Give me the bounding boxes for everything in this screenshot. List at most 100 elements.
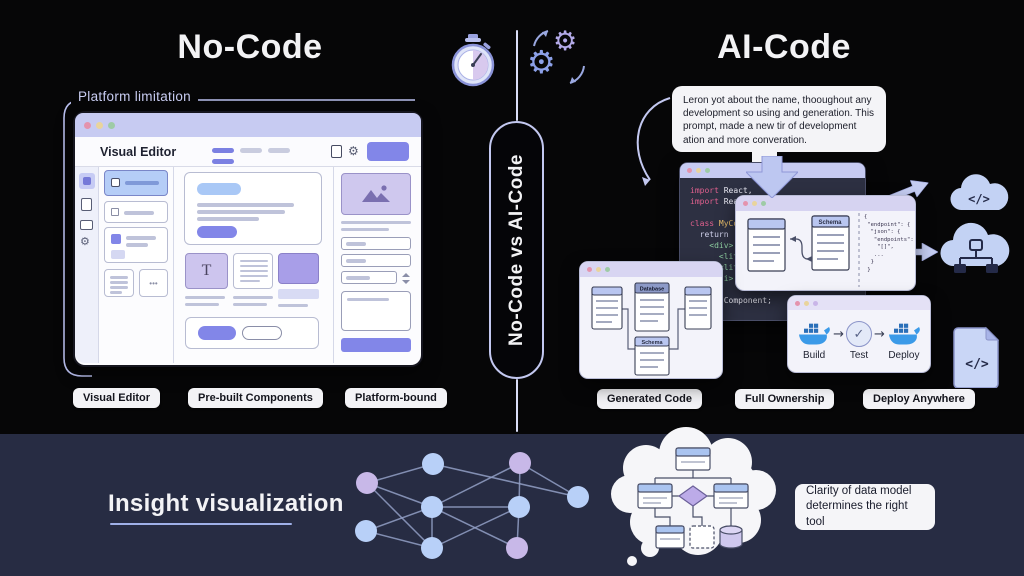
- svg-text:</>: </>: [968, 192, 990, 206]
- skeleton-line: [197, 203, 294, 207]
- docker-build-icon: [799, 323, 830, 344]
- text-block-card: T: [185, 253, 228, 289]
- component-card-more: •••: [139, 269, 168, 297]
- traffic-light-close: [587, 267, 592, 272]
- skeleton-line: [197, 210, 285, 214]
- graph-node: [509, 452, 531, 474]
- ai-tooltip: Leron yot about the name, thooughout any…: [672, 86, 886, 152]
- badge-prebuilt-components: Pre-built Components: [188, 388, 323, 408]
- arrow-right-icon: →: [833, 326, 844, 342]
- window-titlebar: [580, 262, 722, 277]
- skeleton-block: [111, 250, 125, 259]
- file-code-icon: </>: [953, 326, 1000, 388]
- secondary-button-placeholder: [242, 326, 282, 340]
- editor-title: Visual Editor: [100, 145, 177, 159]
- traffic-light-zoom: [761, 201, 766, 206]
- insight-underline: [110, 523, 292, 525]
- versus-pill: No-Code vs AI-Code: [489, 121, 544, 379]
- skeleton-line: [240, 260, 268, 263]
- mountain-image-icon: [362, 185, 390, 202]
- graph-node: [567, 486, 589, 508]
- skeleton-block: [278, 289, 319, 299]
- skeleton-line: [197, 217, 259, 221]
- skeleton-line: [347, 298, 389, 301]
- badge-full-ownership: Full Ownership: [735, 389, 835, 409]
- pipeline-steps: Build → ✓ Test → Deploy: [788, 312, 930, 370]
- settings-tool-icon: ⚙: [80, 235, 90, 248]
- curved-arrow-icon: [636, 97, 671, 186]
- skeleton-line: [341, 221, 411, 224]
- pipeline-step-build: Build: [797, 322, 831, 361]
- toolbar-tab-indicator: [212, 159, 234, 164]
- window-titlebar: [788, 296, 930, 310]
- check-circle-icon: ✓: [846, 321, 872, 347]
- badge-deploy-anywhere: Deploy Anywhere: [863, 389, 975, 409]
- primary-button-placeholder: [198, 326, 236, 340]
- skeleton-line: [346, 242, 366, 246]
- cloud-network-icon: [940, 222, 1010, 273]
- cta-button-placeholder: [197, 226, 237, 238]
- input-field: [341, 237, 411, 250]
- no-code-title: No-Code: [177, 28, 323, 66]
- skeleton-line: [185, 296, 225, 299]
- traffic-light-zoom: [605, 267, 610, 272]
- graph-node: [355, 520, 377, 542]
- cloud-code-icon: </>: [950, 174, 1009, 211]
- window-titlebar: [75, 113, 421, 137]
- cycle-arrows-icon: [533, 30, 585, 84]
- graph-node: [356, 472, 378, 494]
- badge-generated-code: Generated Code: [597, 389, 702, 409]
- toolbar-tab: [268, 148, 290, 153]
- versus-label: No-Code vs AI-Code: [505, 154, 527, 346]
- database-diagram: Database Schema: [591, 282, 712, 376]
- skeleton-line: [126, 236, 156, 240]
- svg-text:Database: Database: [640, 287, 664, 293]
- assets-tool-icon: [80, 220, 93, 230]
- divider-line-bottom: [516, 379, 518, 432]
- generated-code-window: Database Schema: [580, 262, 722, 378]
- skeleton-line: [240, 265, 268, 268]
- graph-node: [421, 537, 443, 559]
- skeleton-line: [124, 211, 154, 215]
- checkbox-icon: [111, 178, 120, 187]
- pipeline-label: Deploy: [888, 349, 920, 361]
- traffic-light-close: [743, 201, 748, 206]
- pages-tool-icon: [81, 198, 92, 211]
- badge-visual-editor: Visual Editor: [73, 388, 161, 408]
- json-snippet: { "endpoint": { "json": { "endpoints": "…: [864, 214, 914, 273]
- pipeline-label: Build: [802, 349, 826, 361]
- components-tool-icon: [79, 173, 95, 189]
- component-card-selected: [104, 170, 168, 196]
- skeleton-line: [346, 276, 370, 280]
- pipeline-label: Test: [849, 350, 869, 361]
- skeleton-chip: [197, 183, 241, 195]
- note-line: Clarity of data model: [806, 485, 912, 498]
- docker-deploy-icon: [888, 323, 920, 344]
- color-block-card: [278, 253, 319, 284]
- textarea-field: [341, 291, 411, 331]
- grid-icon: [111, 208, 119, 216]
- network-graph: [355, 452, 589, 559]
- skeleton-line: [240, 270, 268, 273]
- traffic-light-zoom: [813, 300, 818, 306]
- editor-icon-strip: ⚙: [75, 167, 99, 363]
- toolbar-tab: [240, 148, 262, 153]
- component-card-text: [104, 269, 134, 297]
- component-card: [104, 201, 168, 223]
- data-model-flowchart: [637, 447, 749, 549]
- insight-note: Clarity of data model determines the rig…: [795, 484, 935, 530]
- graph-node: [421, 496, 443, 518]
- editor-toolbar: Visual Editor ⚙: [75, 137, 421, 167]
- traffic-light-close: [84, 121, 91, 129]
- input-field: [341, 254, 411, 267]
- actions-card: [185, 317, 319, 349]
- skeleton-line: [233, 303, 267, 306]
- toolbar-tab-active: [212, 148, 234, 153]
- skeleton-line: [110, 276, 128, 279]
- automation-gear-large-icon: ⚙: [527, 43, 556, 81]
- image-placeholder-card: [341, 173, 411, 215]
- skeleton-line: [110, 281, 128, 284]
- stepper-field: [341, 271, 397, 284]
- block-icon: [111, 234, 121, 244]
